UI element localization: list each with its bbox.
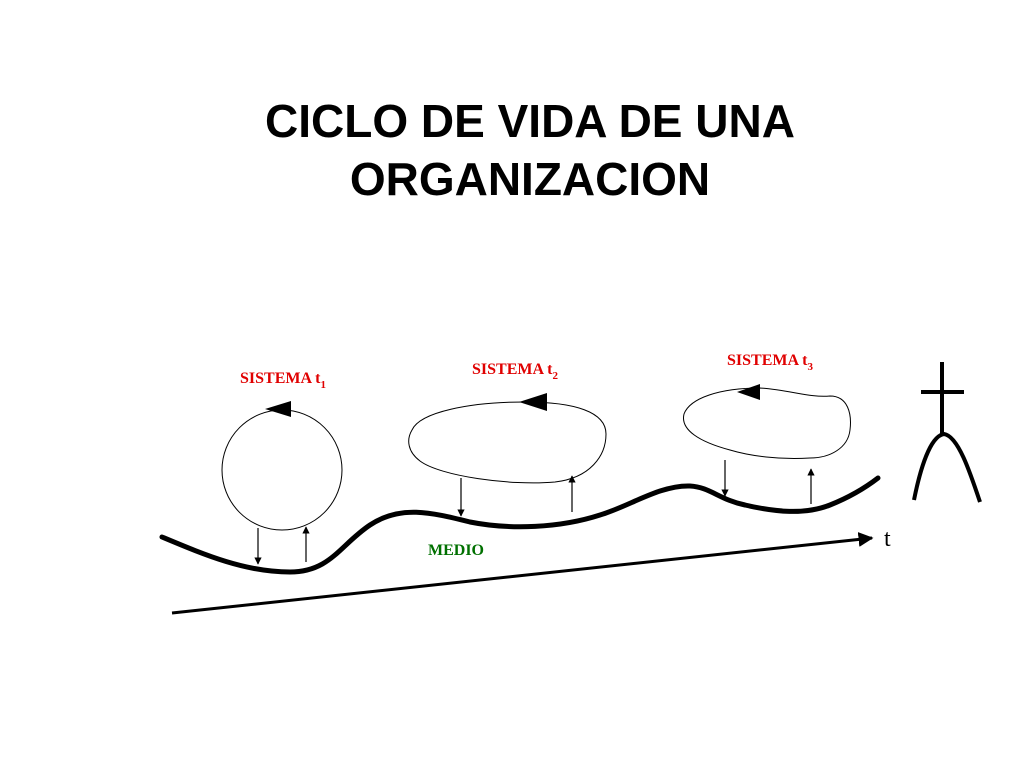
system-1-direction-icon [265,401,291,417]
environment-curve [159,475,881,575]
system-3-label: SISTEMA t3 [727,352,813,373]
title-line-1: CICLO DE VIDA DE UNA [265,95,795,147]
system-2-direction-icon [519,393,547,411]
title-line-2: ORGANIZACION [349,153,711,205]
slide-title: CICLO DE VIDA DE UNA ORGANIZACION [140,92,920,208]
system-3-subscript: 3 [807,361,813,373]
system-2-shape [408,401,607,484]
system-2-subscript: 2 [552,370,558,382]
time-axis [171,531,874,615]
environment-label: MEDIO [428,542,484,559]
system-1-label: SISTEMA t1 [240,370,326,391]
cross-on-figure-icon [912,362,982,503]
time-axis-label: t [884,526,891,552]
system-3-direction-icon [737,384,760,400]
system-1-shape [221,409,343,531]
system-2-label: SISTEMA t2 [472,361,558,382]
system-3-shape [683,387,851,460]
system-1-subscript: 1 [320,379,326,391]
